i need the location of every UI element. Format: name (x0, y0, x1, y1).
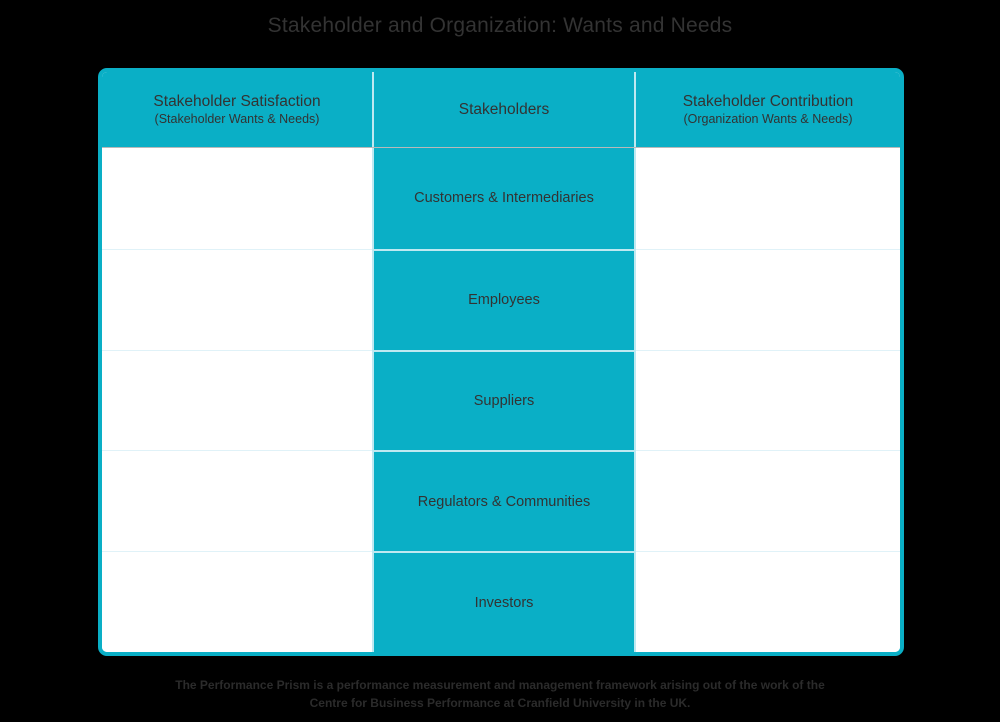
footer-line-1: The Performance Prism is a performance m… (175, 678, 825, 692)
matrix-header-row: Stakeholder Satisfaction (Stakeholder Wa… (102, 72, 900, 148)
cell-contribution[interactable] (636, 551, 900, 652)
column-header-contribution-subtitle: (Organization Wants & Needs) (683, 112, 853, 126)
table-row: Regulators & Communities (102, 450, 900, 552)
page-title: Stakeholder and Organization: Wants and … (267, 14, 733, 37)
column-header-contribution: Stakeholder Contribution (Organization W… (636, 72, 900, 147)
cell-contribution[interactable] (636, 248, 900, 350)
matrix-body: Customers & Intermediaries Employees Sup… (102, 148, 900, 652)
cell-stakeholder[interactable]: Regulators & Communities (372, 450, 636, 552)
performance-prism-matrix: Stakeholder Satisfaction (Stakeholder Wa… (98, 68, 904, 656)
cell-stakeholder[interactable]: Suppliers (372, 349, 636, 451)
column-header-satisfaction: Stakeholder Satisfaction (Stakeholder Wa… (102, 72, 372, 147)
column-header-satisfaction-title: Stakeholder Satisfaction (153, 93, 321, 110)
footer-note: The Performance Prism is a performance m… (0, 676, 1000, 712)
cell-contribution[interactable] (636, 148, 900, 249)
table-row: Employees (102, 248, 900, 350)
cell-satisfaction[interactable] (102, 148, 372, 249)
cell-contribution[interactable] (636, 450, 900, 552)
column-header-satisfaction-subtitle: (Stakeholder Wants & Needs) (154, 112, 320, 126)
table-row: Customers & Intermediaries (102, 148, 900, 249)
cell-contribution[interactable] (636, 349, 900, 451)
table-row: Investors (102, 551, 900, 652)
cell-stakeholder[interactable]: Customers & Intermediaries (372, 148, 636, 249)
cell-satisfaction[interactable] (102, 450, 372, 552)
cell-stakeholder[interactable]: Employees (372, 248, 636, 350)
cell-satisfaction[interactable] (102, 349, 372, 451)
cell-satisfaction[interactable] (102, 248, 372, 350)
cell-satisfaction[interactable] (102, 551, 372, 652)
cell-stakeholder[interactable]: Investors (372, 551, 636, 652)
column-header-contribution-title: Stakeholder Contribution (682, 93, 854, 110)
table-row: Suppliers (102, 349, 900, 451)
footer-line-2: Centre for Business Performance at Cranf… (309, 696, 691, 710)
column-header-stakeholders-title: Stakeholders (458, 101, 550, 118)
column-header-stakeholders: Stakeholders (372, 72, 636, 147)
